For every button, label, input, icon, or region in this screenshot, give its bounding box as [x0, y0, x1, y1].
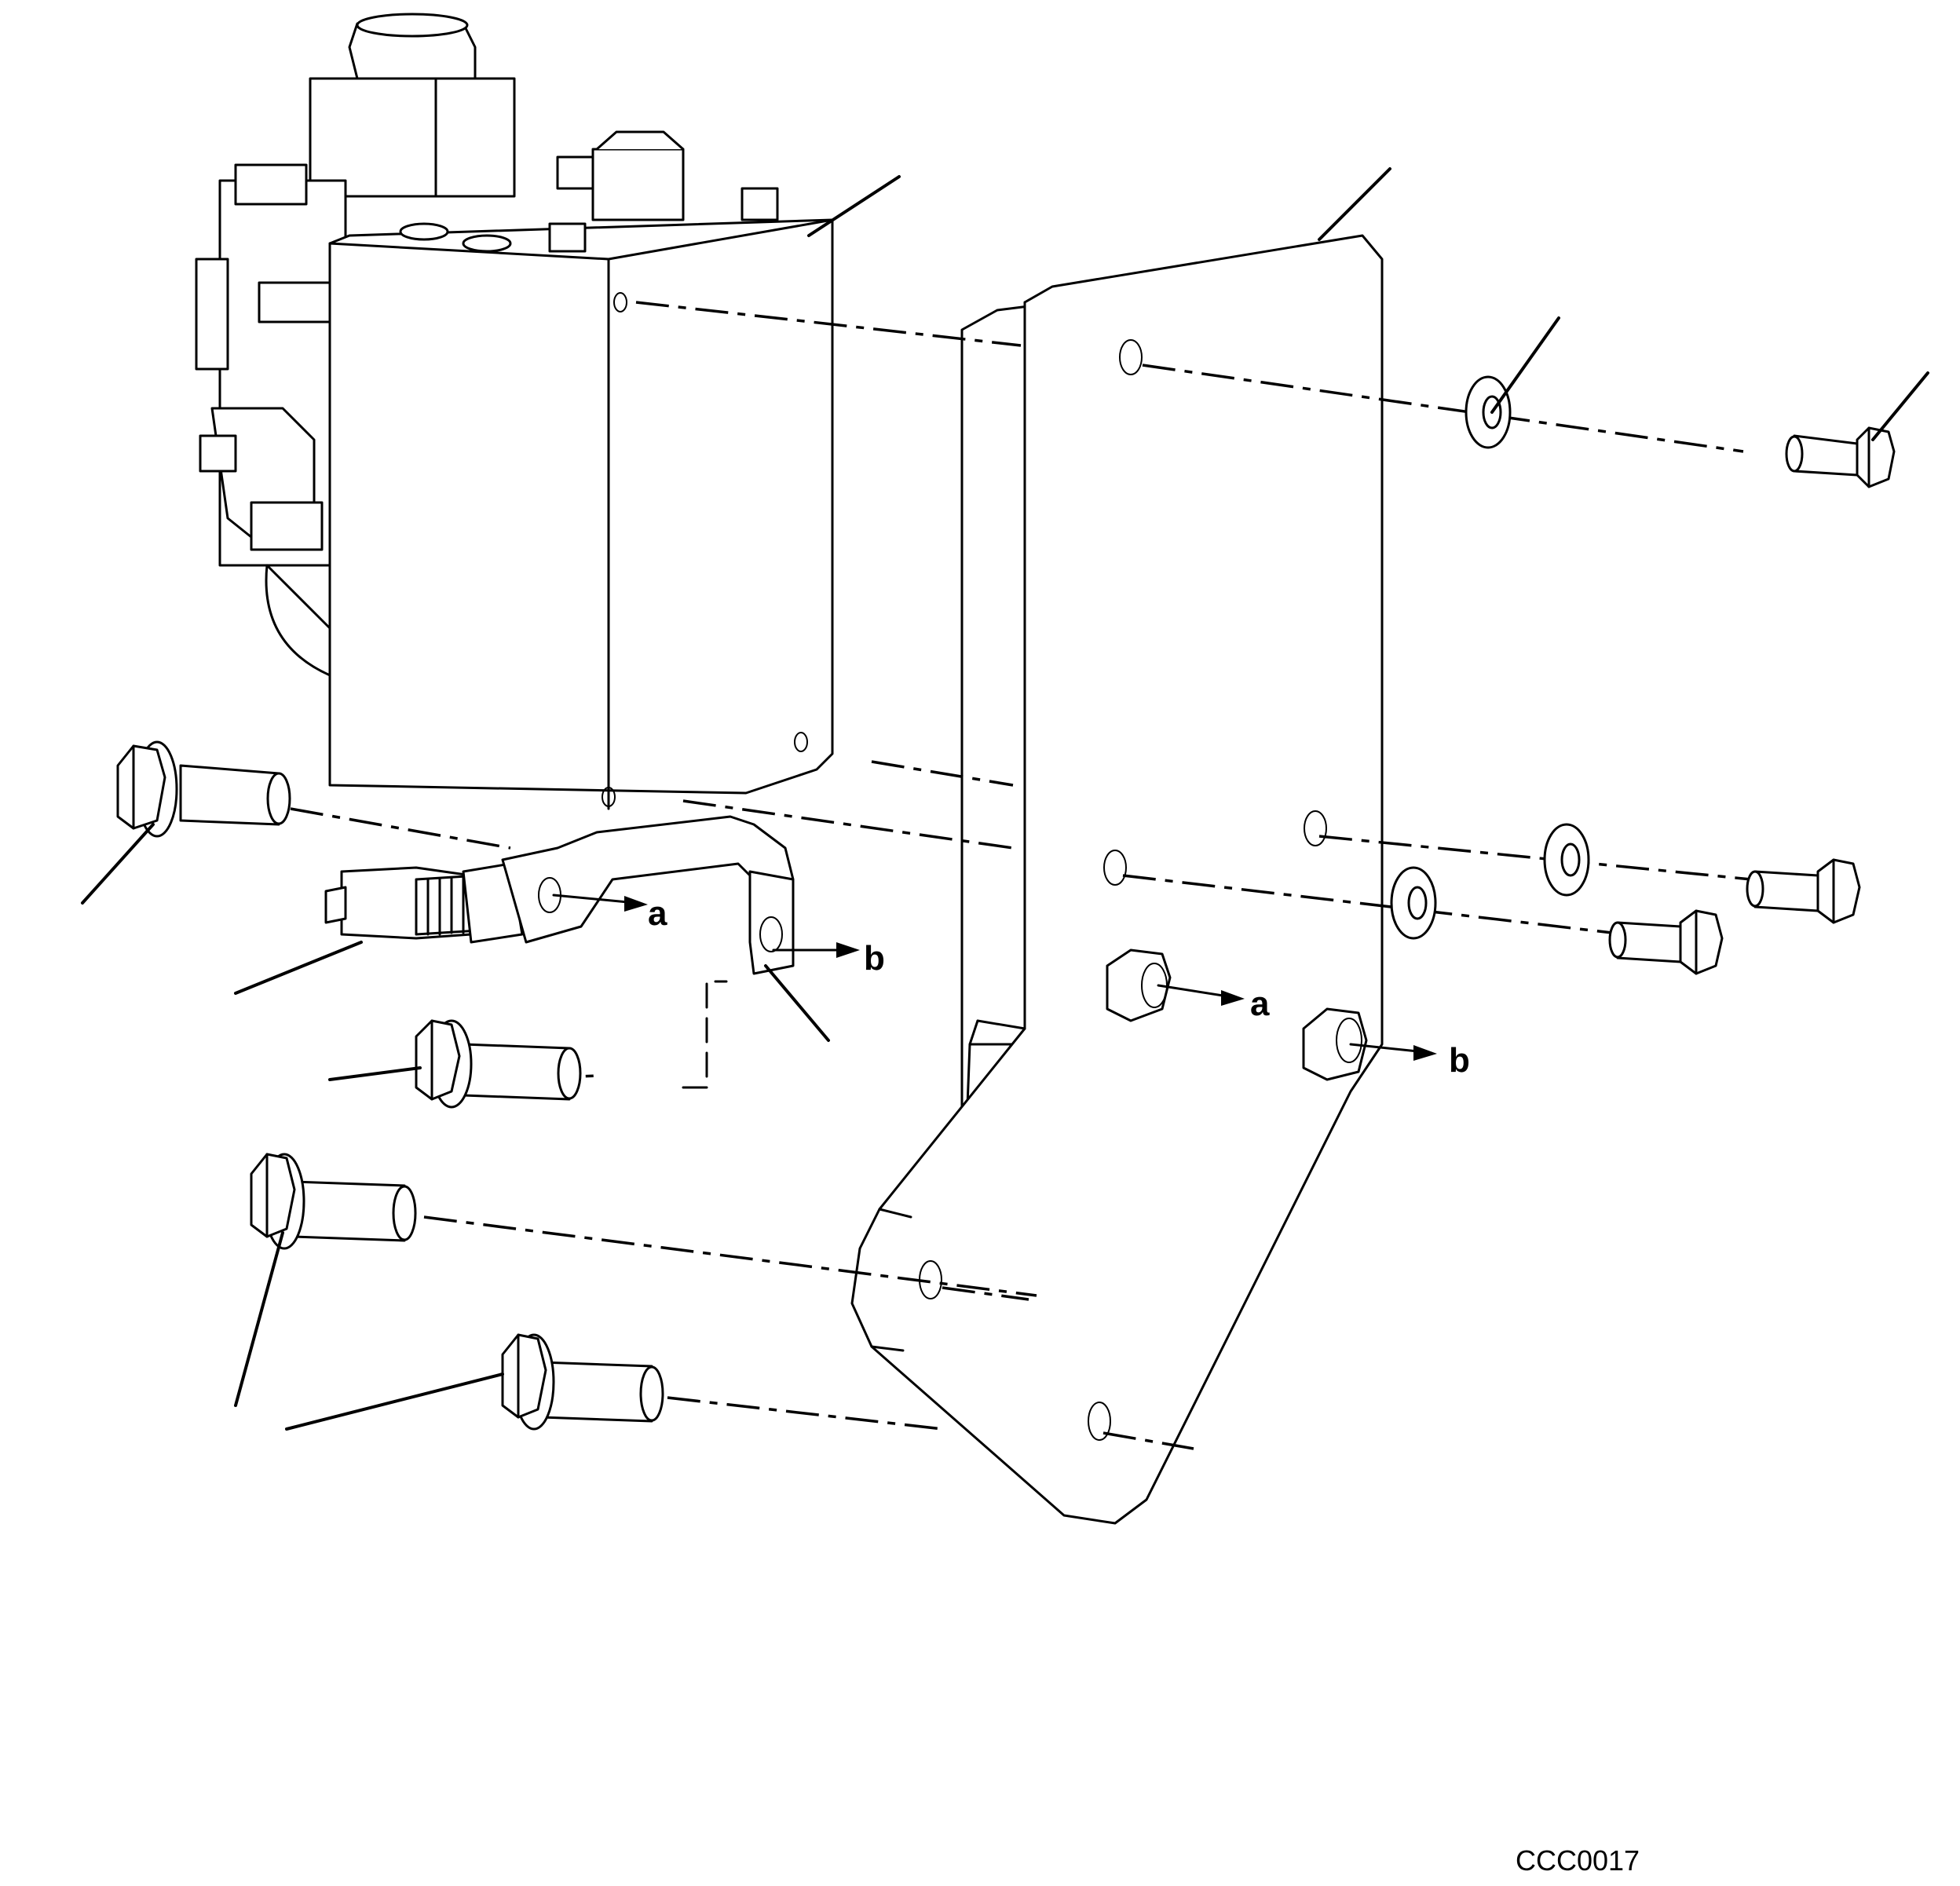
label-a2: a: [1250, 985, 1270, 1023]
leader-lines: [81, 167, 1929, 1431]
label-b2: b: [1449, 1041, 1470, 1080]
arrow-a2: [1157, 984, 1245, 1006]
arrow-b1: [772, 942, 860, 958]
figure-code: CCC0017: [1516, 1844, 1640, 1877]
washer-mid-right: [1543, 823, 1590, 897]
hex-bolt-mid-right: [1746, 858, 1861, 924]
arrow-a1: [552, 894, 648, 912]
mounting-bracket: [850, 234, 1384, 1525]
flange-bolt-upper-left: [116, 740, 291, 838]
assembly-path-lines: [290, 301, 1752, 1450]
flange-bolt-bottom-left: [501, 1333, 664, 1431]
arrow-b2: [1349, 1043, 1437, 1061]
washer-upper-right: [1465, 375, 1512, 449]
label-a1: a: [648, 894, 667, 933]
label-b1: b: [864, 939, 885, 978]
hex-nut-b: [1302, 1007, 1368, 1081]
flange-bolt-mid-left: [415, 1019, 582, 1109]
hex-nut-a: [1106, 948, 1172, 1022]
hex-bolt-mid-center: [1608, 909, 1724, 975]
hex-bolt-upper-right: [1785, 426, 1896, 488]
sensor-arm-bracket: [501, 815, 795, 975]
flange-bolt-lower-left: [250, 1153, 417, 1250]
washer-mid-left: [1390, 866, 1437, 940]
valve-block: [195, 13, 834, 810]
sensor-connector: [324, 862, 524, 944]
